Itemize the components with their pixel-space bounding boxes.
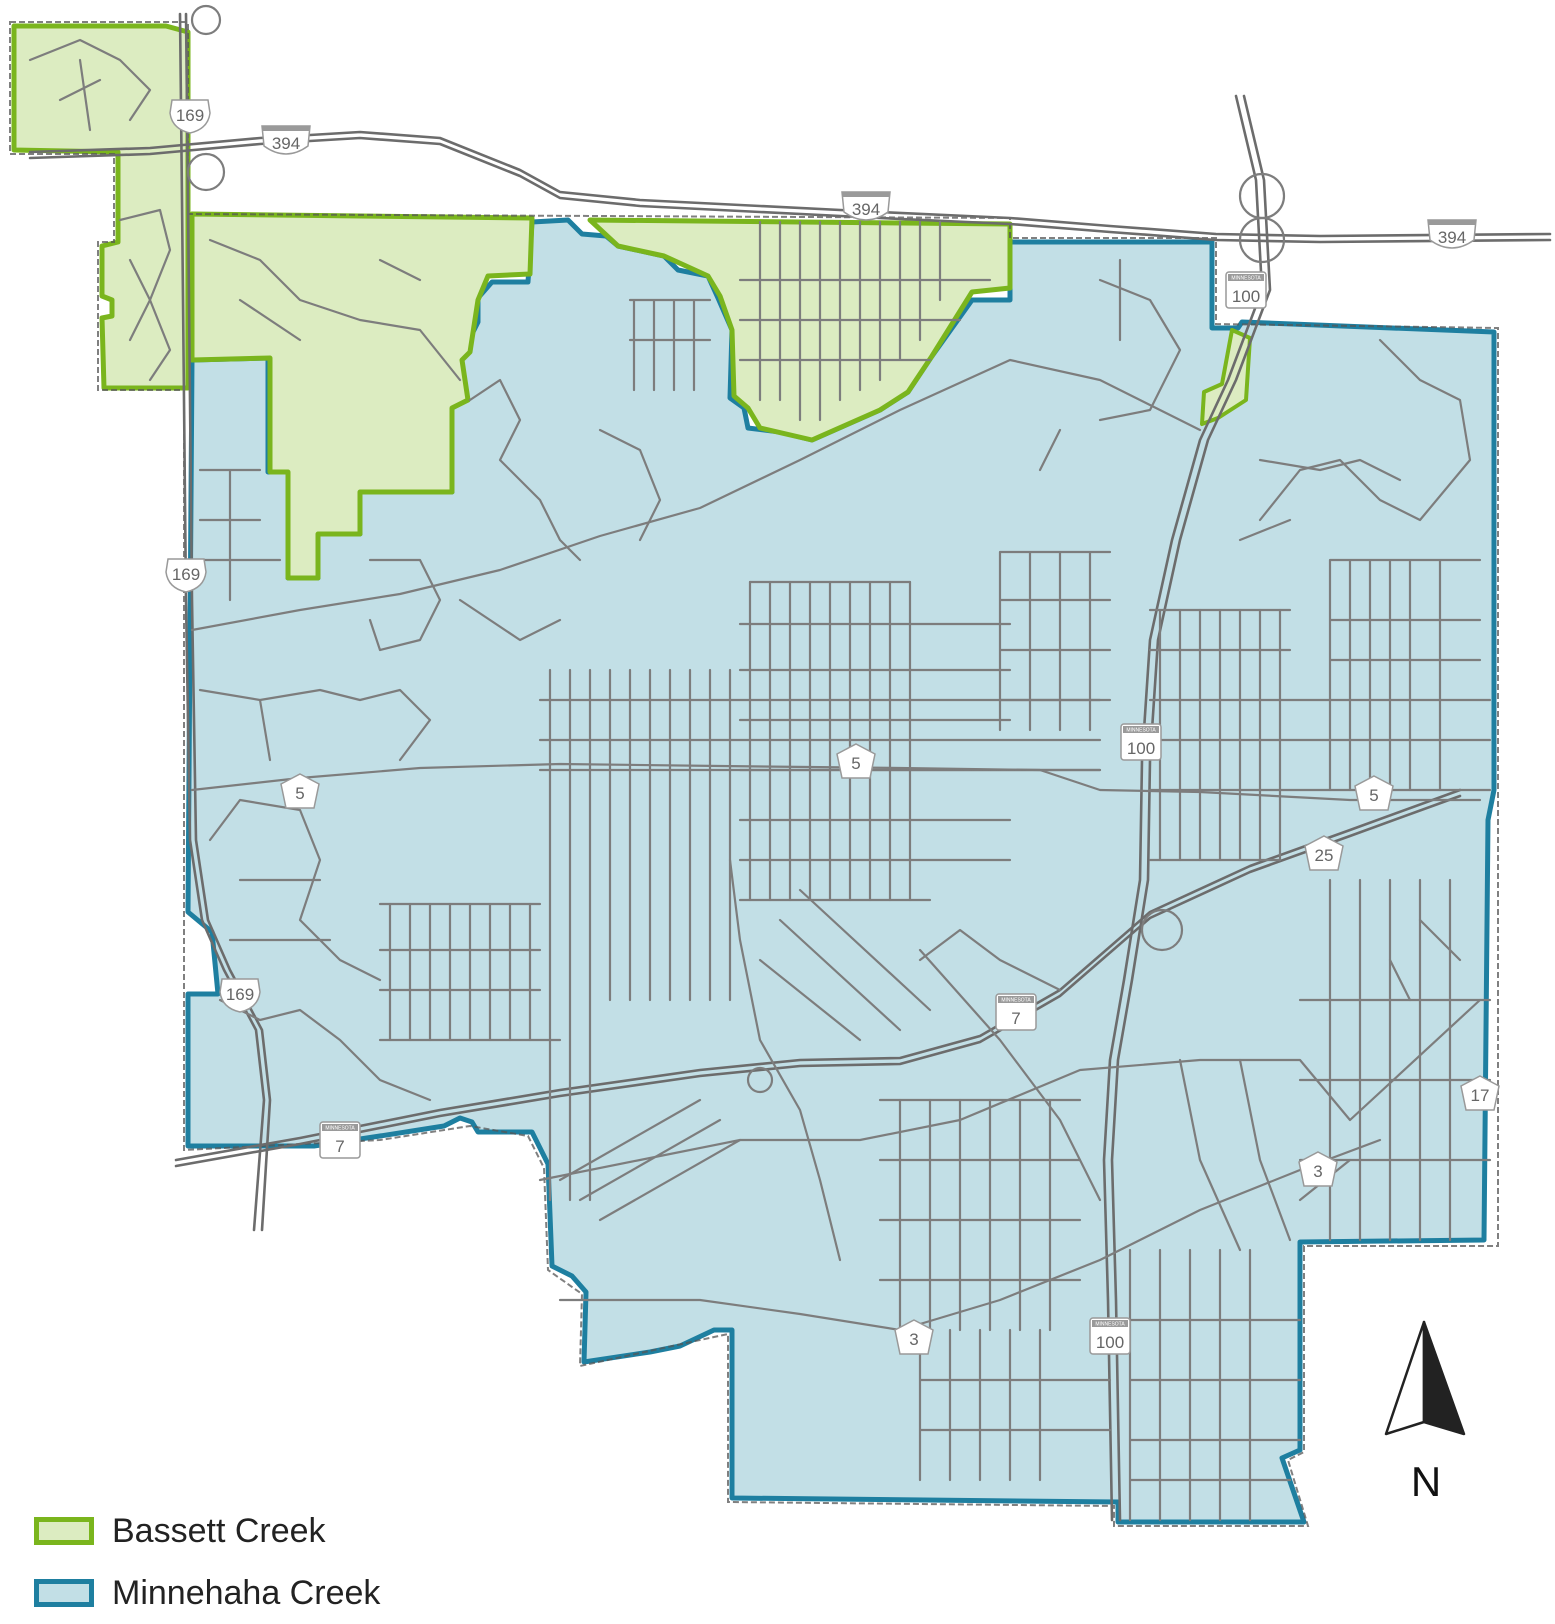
county-5-shield: 5: [836, 743, 876, 779]
svg-text:169: 169: [172, 565, 200, 584]
legend-item-bassett-creek: Bassett Creek: [34, 1500, 380, 1562]
interstate-394-shield: 394: [1427, 219, 1477, 249]
legend-item-minnehaha-creek: Minnehaha Creek: [34, 1562, 380, 1624]
svg-text:MINNESOTA: MINNESOTA: [1001, 998, 1031, 1004]
svg-text:5: 5: [295, 784, 304, 803]
svg-text:394: 394: [1438, 228, 1466, 247]
svg-text:MINNESOTA: MINNESOTA: [1126, 728, 1156, 734]
north-label: N: [1411, 1458, 1441, 1505]
svg-text:394: 394: [272, 134, 300, 153]
svg-text:MINNESOTA: MINNESOTA: [325, 1126, 355, 1132]
svg-text:MINNESOTA: MINNESOTA: [1231, 276, 1261, 282]
mn-100-shield: MINNESOTA 100: [1089, 1317, 1131, 1355]
legend-label: Minnehaha Creek: [112, 1573, 381, 1612]
mn-7-shield: MINNESOTA 7: [995, 993, 1037, 1031]
route-shields: 169 169 169 394 394 394: [165, 99, 1500, 1355]
svg-text:5: 5: [1369, 786, 1378, 805]
street-network: [28, 38, 1492, 1522]
svg-text:7: 7: [335, 1137, 344, 1156]
us-169-shield: 169: [169, 99, 211, 134]
svg-text:3: 3: [1313, 1162, 1322, 1181]
legend-swatch-bassett-creek: [34, 1517, 94, 1545]
svg-text:5: 5: [851, 754, 860, 773]
svg-text:100: 100: [1232, 287, 1260, 306]
county-17-shield: 17: [1460, 1075, 1500, 1111]
north-arrow-icon: N: [1384, 1320, 1466, 1505]
county-3-shield: 3: [894, 1319, 934, 1355]
county-5-shield: 5: [1354, 775, 1394, 811]
legend-label: Bassett Creek: [112, 1511, 326, 1550]
county-5-shield: 5: [280, 773, 320, 809]
north-arrow: N: [1378, 1318, 1478, 1513]
svg-text:100: 100: [1096, 1333, 1124, 1352]
svg-text:25: 25: [1315, 846, 1334, 865]
mn-100-shield: MINNESOTA 100: [1225, 271, 1267, 309]
svg-text:MINNESOTA: MINNESOTA: [1095, 1322, 1125, 1328]
interstate-394-shield: 394: [261, 125, 311, 155]
interstate-394-shield: 394: [841, 191, 891, 221]
mn-100-shield: MINNESOTA 100: [1120, 723, 1162, 761]
svg-text:7: 7: [1011, 1009, 1020, 1028]
svg-text:169: 169: [226, 985, 254, 1004]
svg-text:3: 3: [909, 1330, 918, 1349]
bassett-creek-area-central: [189, 211, 535, 581]
legend-swatch-minnehaha-creek: [34, 1579, 94, 1607]
svg-text:394: 394: [852, 200, 880, 219]
us-169-shield: 169: [165, 558, 207, 593]
mn-7-shield: MINNESOTA 7: [319, 1121, 361, 1159]
county-3-shield: 3: [1298, 1151, 1338, 1187]
county-25-shield: 25: [1304, 835, 1344, 871]
svg-text:17: 17: [1471, 1086, 1490, 1105]
svg-text:169: 169: [176, 106, 204, 125]
svg-text:100: 100: [1127, 739, 1155, 758]
map-legend: Bassett Creek Minnehaha Creek: [34, 1500, 380, 1624]
us-169-shield: 169: [219, 978, 261, 1013]
